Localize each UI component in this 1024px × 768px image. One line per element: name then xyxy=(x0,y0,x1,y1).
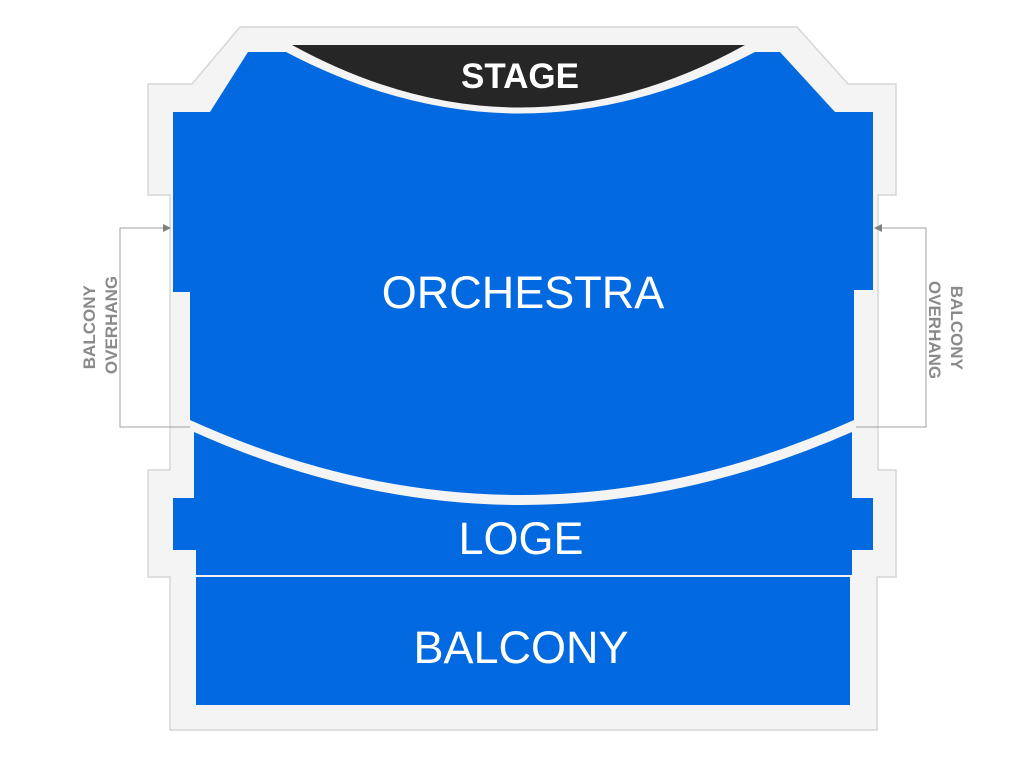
section-orchestra-label: ORCHESTRA xyxy=(382,267,665,318)
stage xyxy=(292,45,745,108)
stage-label: STAGE xyxy=(461,57,579,96)
overhang-right-label: BALCONY OVERHANG xyxy=(925,281,966,379)
overhang-left-line2: OVERHANG xyxy=(102,276,121,374)
overhang-left-label: BALCONY OVERHANG xyxy=(80,276,121,374)
arrow-left-icon xyxy=(874,224,882,232)
section-loge[interactable] xyxy=(173,432,873,575)
overhang-left-bracket xyxy=(119,224,190,428)
section-balcony[interactable] xyxy=(196,577,850,705)
overhang-right-line2: OVERHANG xyxy=(925,281,944,379)
overhang-left-line1: BALCONY xyxy=(80,285,99,370)
overhang-right-bracket xyxy=(856,224,927,428)
section-loge-label: LOGE xyxy=(458,513,583,564)
section-balcony-label: BALCONY xyxy=(413,622,628,673)
arrow-right-icon xyxy=(163,224,171,232)
overhang-right-line1: BALCONY xyxy=(947,286,966,371)
section-orchestra[interactable] xyxy=(173,52,873,495)
